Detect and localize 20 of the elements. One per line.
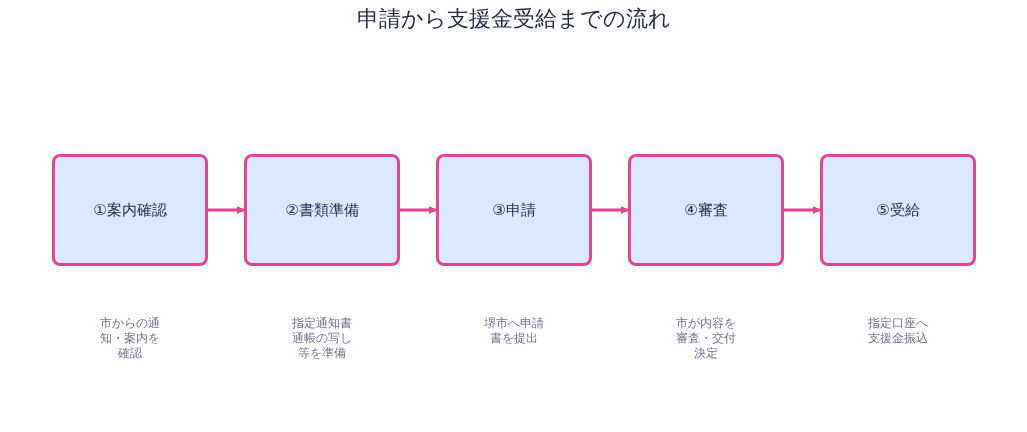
step-label: ③申請 bbox=[492, 200, 536, 220]
arrow bbox=[208, 206, 245, 214]
step-label: ②書類準備 bbox=[285, 200, 359, 220]
step-description: 堺市へ申請書を提出 bbox=[483, 316, 545, 346]
step-description: 市からの通知・案内を確認 bbox=[99, 316, 161, 361]
arrow bbox=[400, 206, 437, 214]
process-box bbox=[436, 154, 592, 266]
step-label: ①案内確認 bbox=[93, 200, 167, 220]
process-box bbox=[244, 154, 400, 266]
step-label: ④審査 bbox=[684, 200, 728, 220]
arrow bbox=[592, 206, 629, 214]
step-description: 市が内容を審査・交付決定 bbox=[675, 316, 737, 361]
step-description: 指定口座へ支援金振込 bbox=[867, 316, 929, 346]
arrow bbox=[784, 206, 821, 214]
process-box bbox=[820, 154, 976, 266]
process-box bbox=[52, 154, 208, 266]
diagram-title: 申請から支援金受給までの流れ bbox=[355, 5, 672, 33]
process-box bbox=[628, 154, 784, 266]
step-description: 指定通知書通帳の写し等を準備 bbox=[291, 316, 353, 361]
step-label: ⑤受給 bbox=[876, 200, 920, 220]
